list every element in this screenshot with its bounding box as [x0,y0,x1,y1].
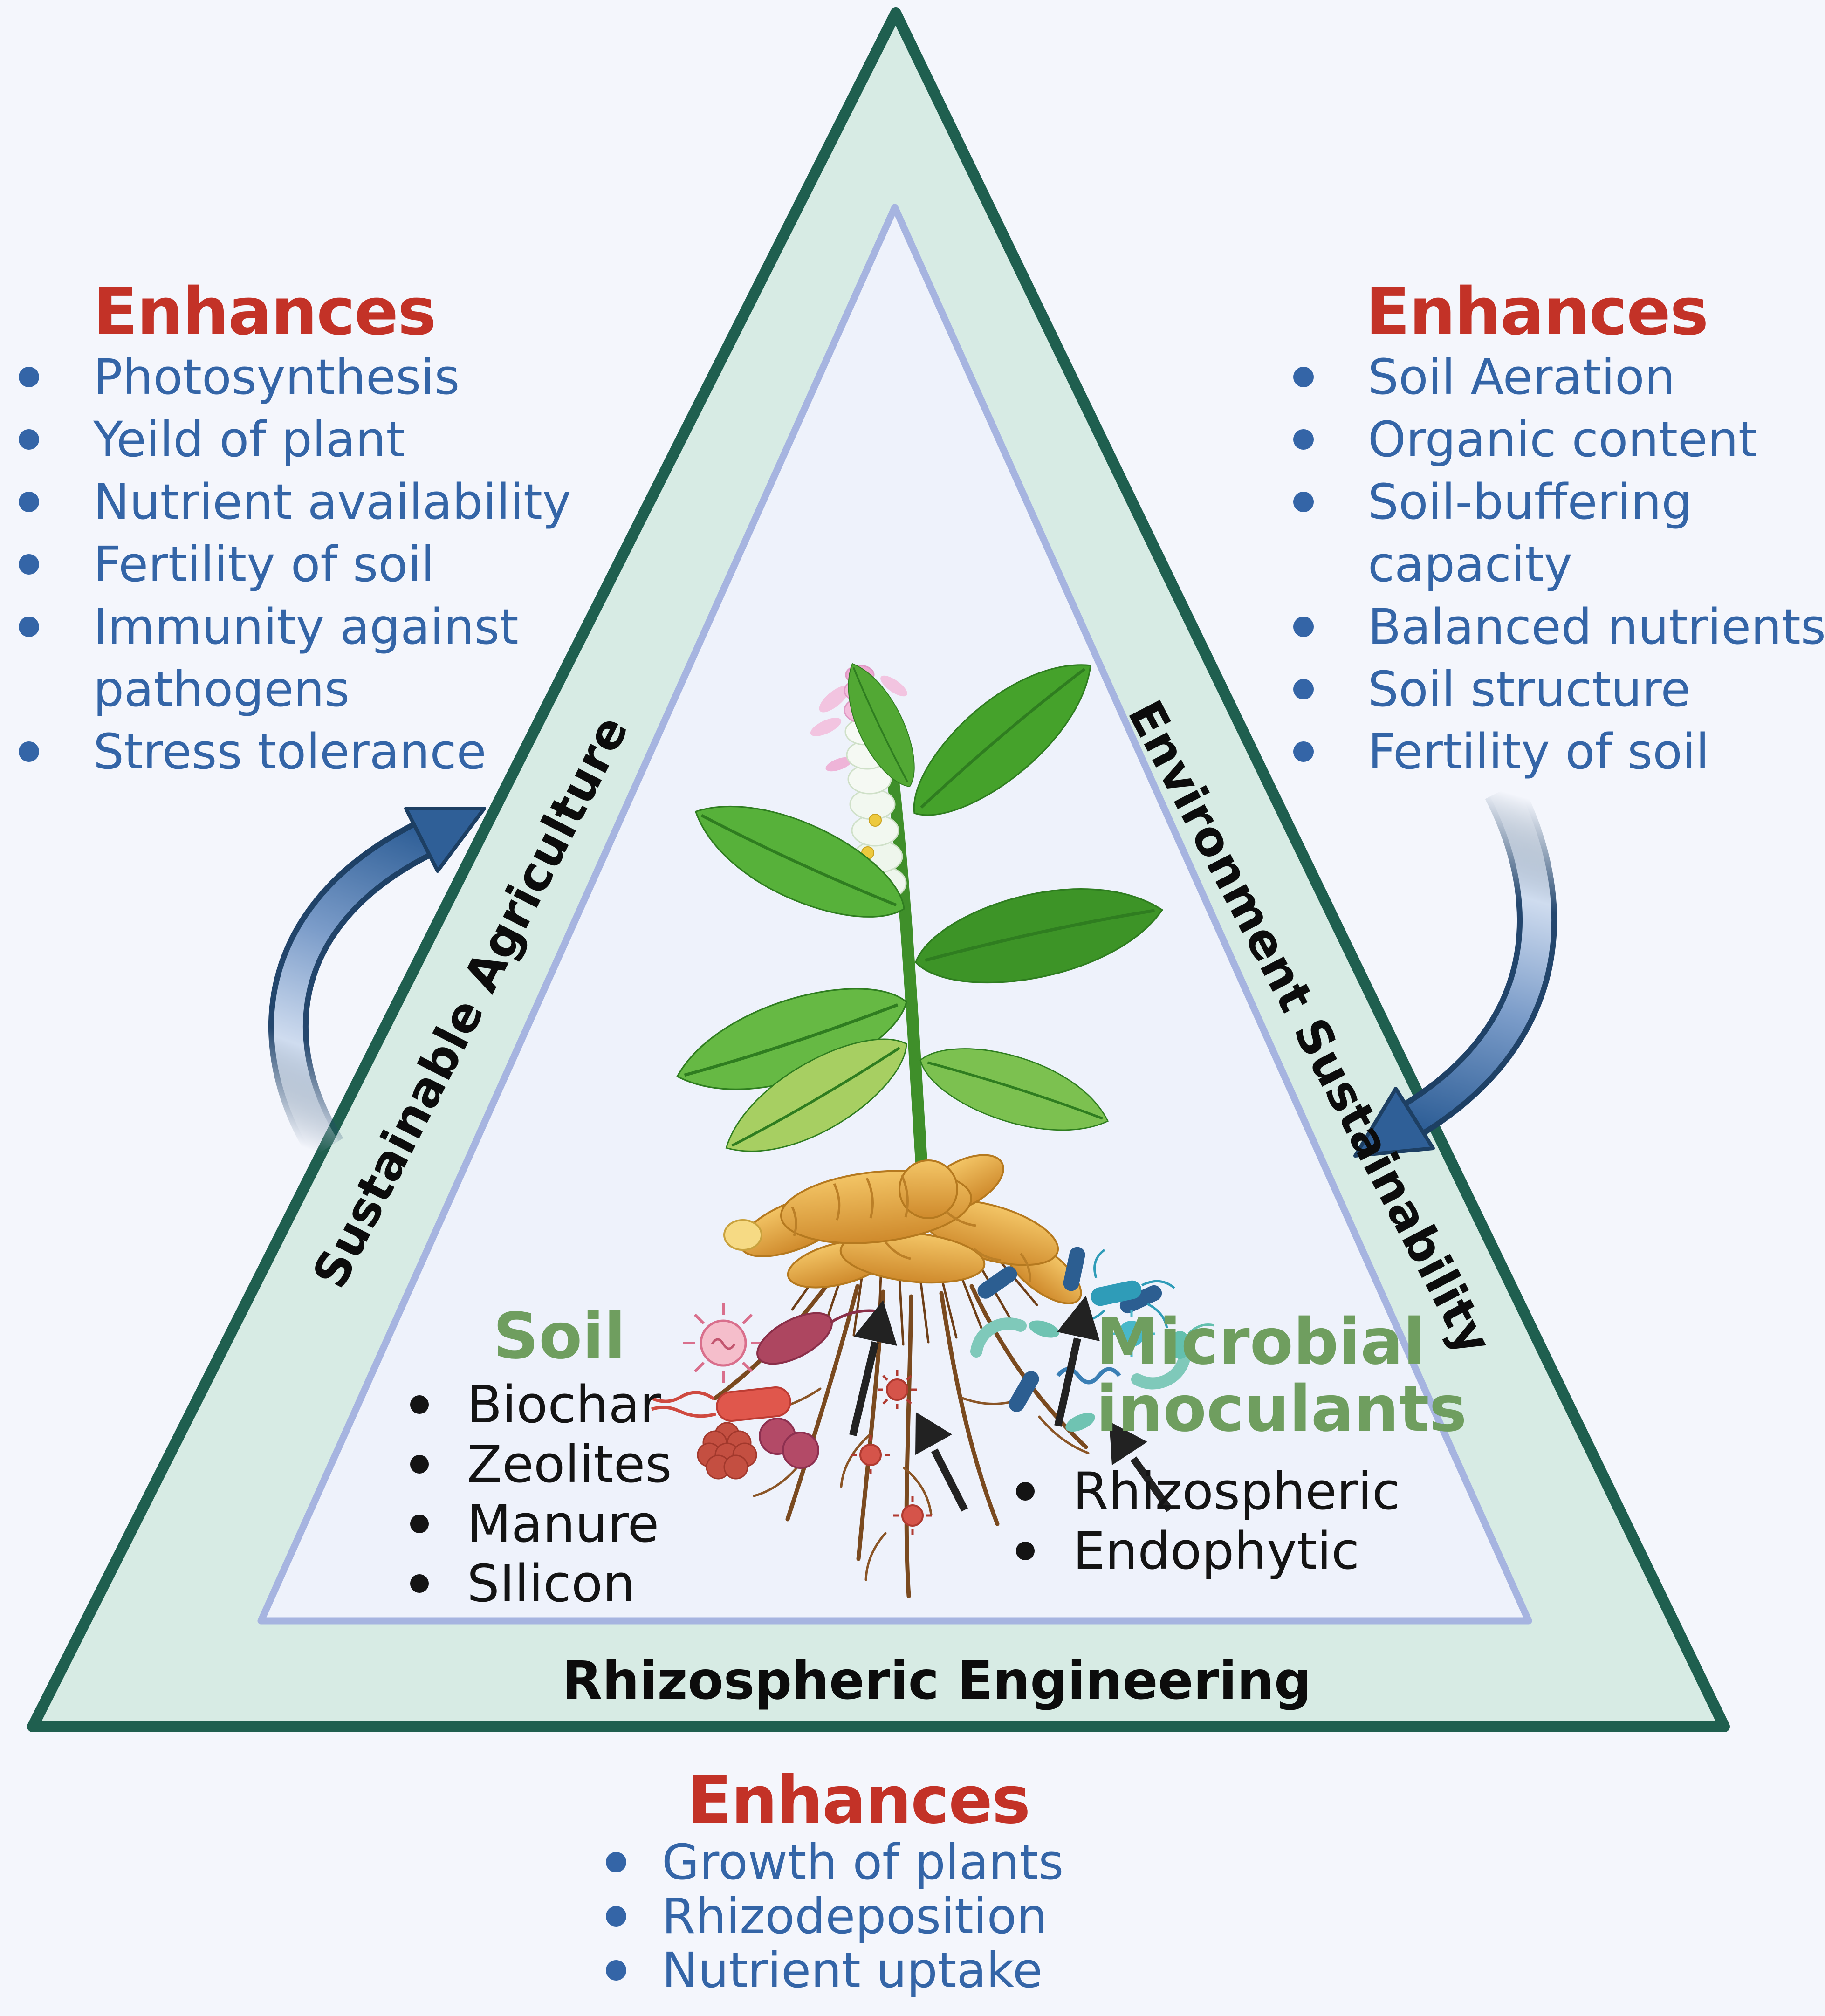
bullet-dot-icon [1293,617,1314,637]
bullet-dot-icon [19,741,39,762]
bullet-dot-icon [410,1455,429,1474]
list-item: Stress tolerance [19,720,671,783]
bullet-dot-icon [19,492,39,512]
bullet-dot-icon [19,617,39,637]
bullet-dot-icon [410,1395,429,1414]
bullet-dot-icon [1293,367,1314,387]
list-item: Immunity against pathogens [19,596,671,720]
list-item: Rhizodeposition [606,1889,1305,1943]
microbial-inoculants-list: Rhizospheric Endophytic [1016,1461,1575,1581]
list-item: Fertility of soil [19,533,671,596]
bottom-benefits-list: Growth of plants Rhizodeposition Nutrien… [606,1835,1305,1997]
turmeric-plant-with-rhizome-and-microbes-icon [651,635,1214,1598]
list-item: Nutrient availability [19,471,671,533]
root-arrow-icon [1109,1421,1173,1512]
root-arrow-icon [849,1300,897,1436]
curved-arrow-up-right-icon [268,807,486,1159]
bottom-band-label: Rhizospheric Engineering [562,1651,1312,1711]
list-item: Photosynthesis [19,346,671,408]
turmeric-rhizome [723,1154,1082,1304]
list-item: Balanced nutrients [1293,596,1825,658]
list-item: Soil Aeration [1293,346,1825,408]
list-item: Manure [410,1494,830,1554]
list-item: Zeolites [410,1434,830,1494]
bullet-dot-icon [410,1574,429,1593]
bullet-dot-icon [1016,1482,1035,1501]
red-microbes-cluster-icon [651,1303,932,1535]
curved-arrow-down-left-icon [1353,781,1557,1158]
bullet-dot-icon [1016,1542,1035,1560]
bullet-dot-icon [19,429,39,450]
bullet-dot-icon [1293,492,1314,512]
list-item: Fertility of soil [1293,720,1825,783]
inner-triangle-shape [257,204,1532,1625]
bottom-benefits-heading: Enhances [687,1762,1030,1838]
list-item: Biochar [410,1375,830,1434]
bullet-dot-icon [19,554,39,575]
soil-amendments-list: Biochar Zeolites Manure SIlicon [410,1375,830,1613]
bullet-dot-icon [1293,429,1314,450]
left-benefits-heading: Enhances [93,274,436,350]
root-arrow-icon [1054,1296,1100,1427]
microbial-group-heading: Microbial inoculants [1096,1305,1467,1447]
bullet-dot-icon [606,1960,626,1981]
right-benefits-heading: Enhances [1365,274,1708,350]
root-colonization-arrows [849,1296,1173,1512]
bullet-dot-icon [1293,741,1314,762]
list-item: Nutrient uptake [606,1943,1305,1997]
plant-stem [882,730,930,1203]
list-item: Growth of plants [606,1835,1305,1889]
list-item: Rhizospheric [1016,1461,1575,1521]
soil-group-heading: Soil [493,1300,626,1373]
list-item: SIlicon [410,1554,830,1613]
list-item: Soil-buffering capacity [1293,471,1825,596]
left-benefits-list: Photosynthesis Yeild of plant Nutrient a… [19,346,671,783]
bullet-dot-icon [606,1852,626,1872]
list-item: Soil structure [1293,658,1825,720]
root-arrow-icon [915,1412,968,1512]
bullet-dot-icon [1293,679,1314,699]
list-item: Endophytic [1016,1521,1575,1581]
list-item: Organic content [1293,408,1825,471]
bullet-dot-icon [606,1906,626,1927]
bullet-dot-icon [410,1515,429,1533]
list-item: Yeild of plant [19,408,671,471]
bullet-dot-icon [19,367,39,387]
right-benefits-list: Soil Aeration Organic content Soil-buffe… [1293,346,1825,783]
